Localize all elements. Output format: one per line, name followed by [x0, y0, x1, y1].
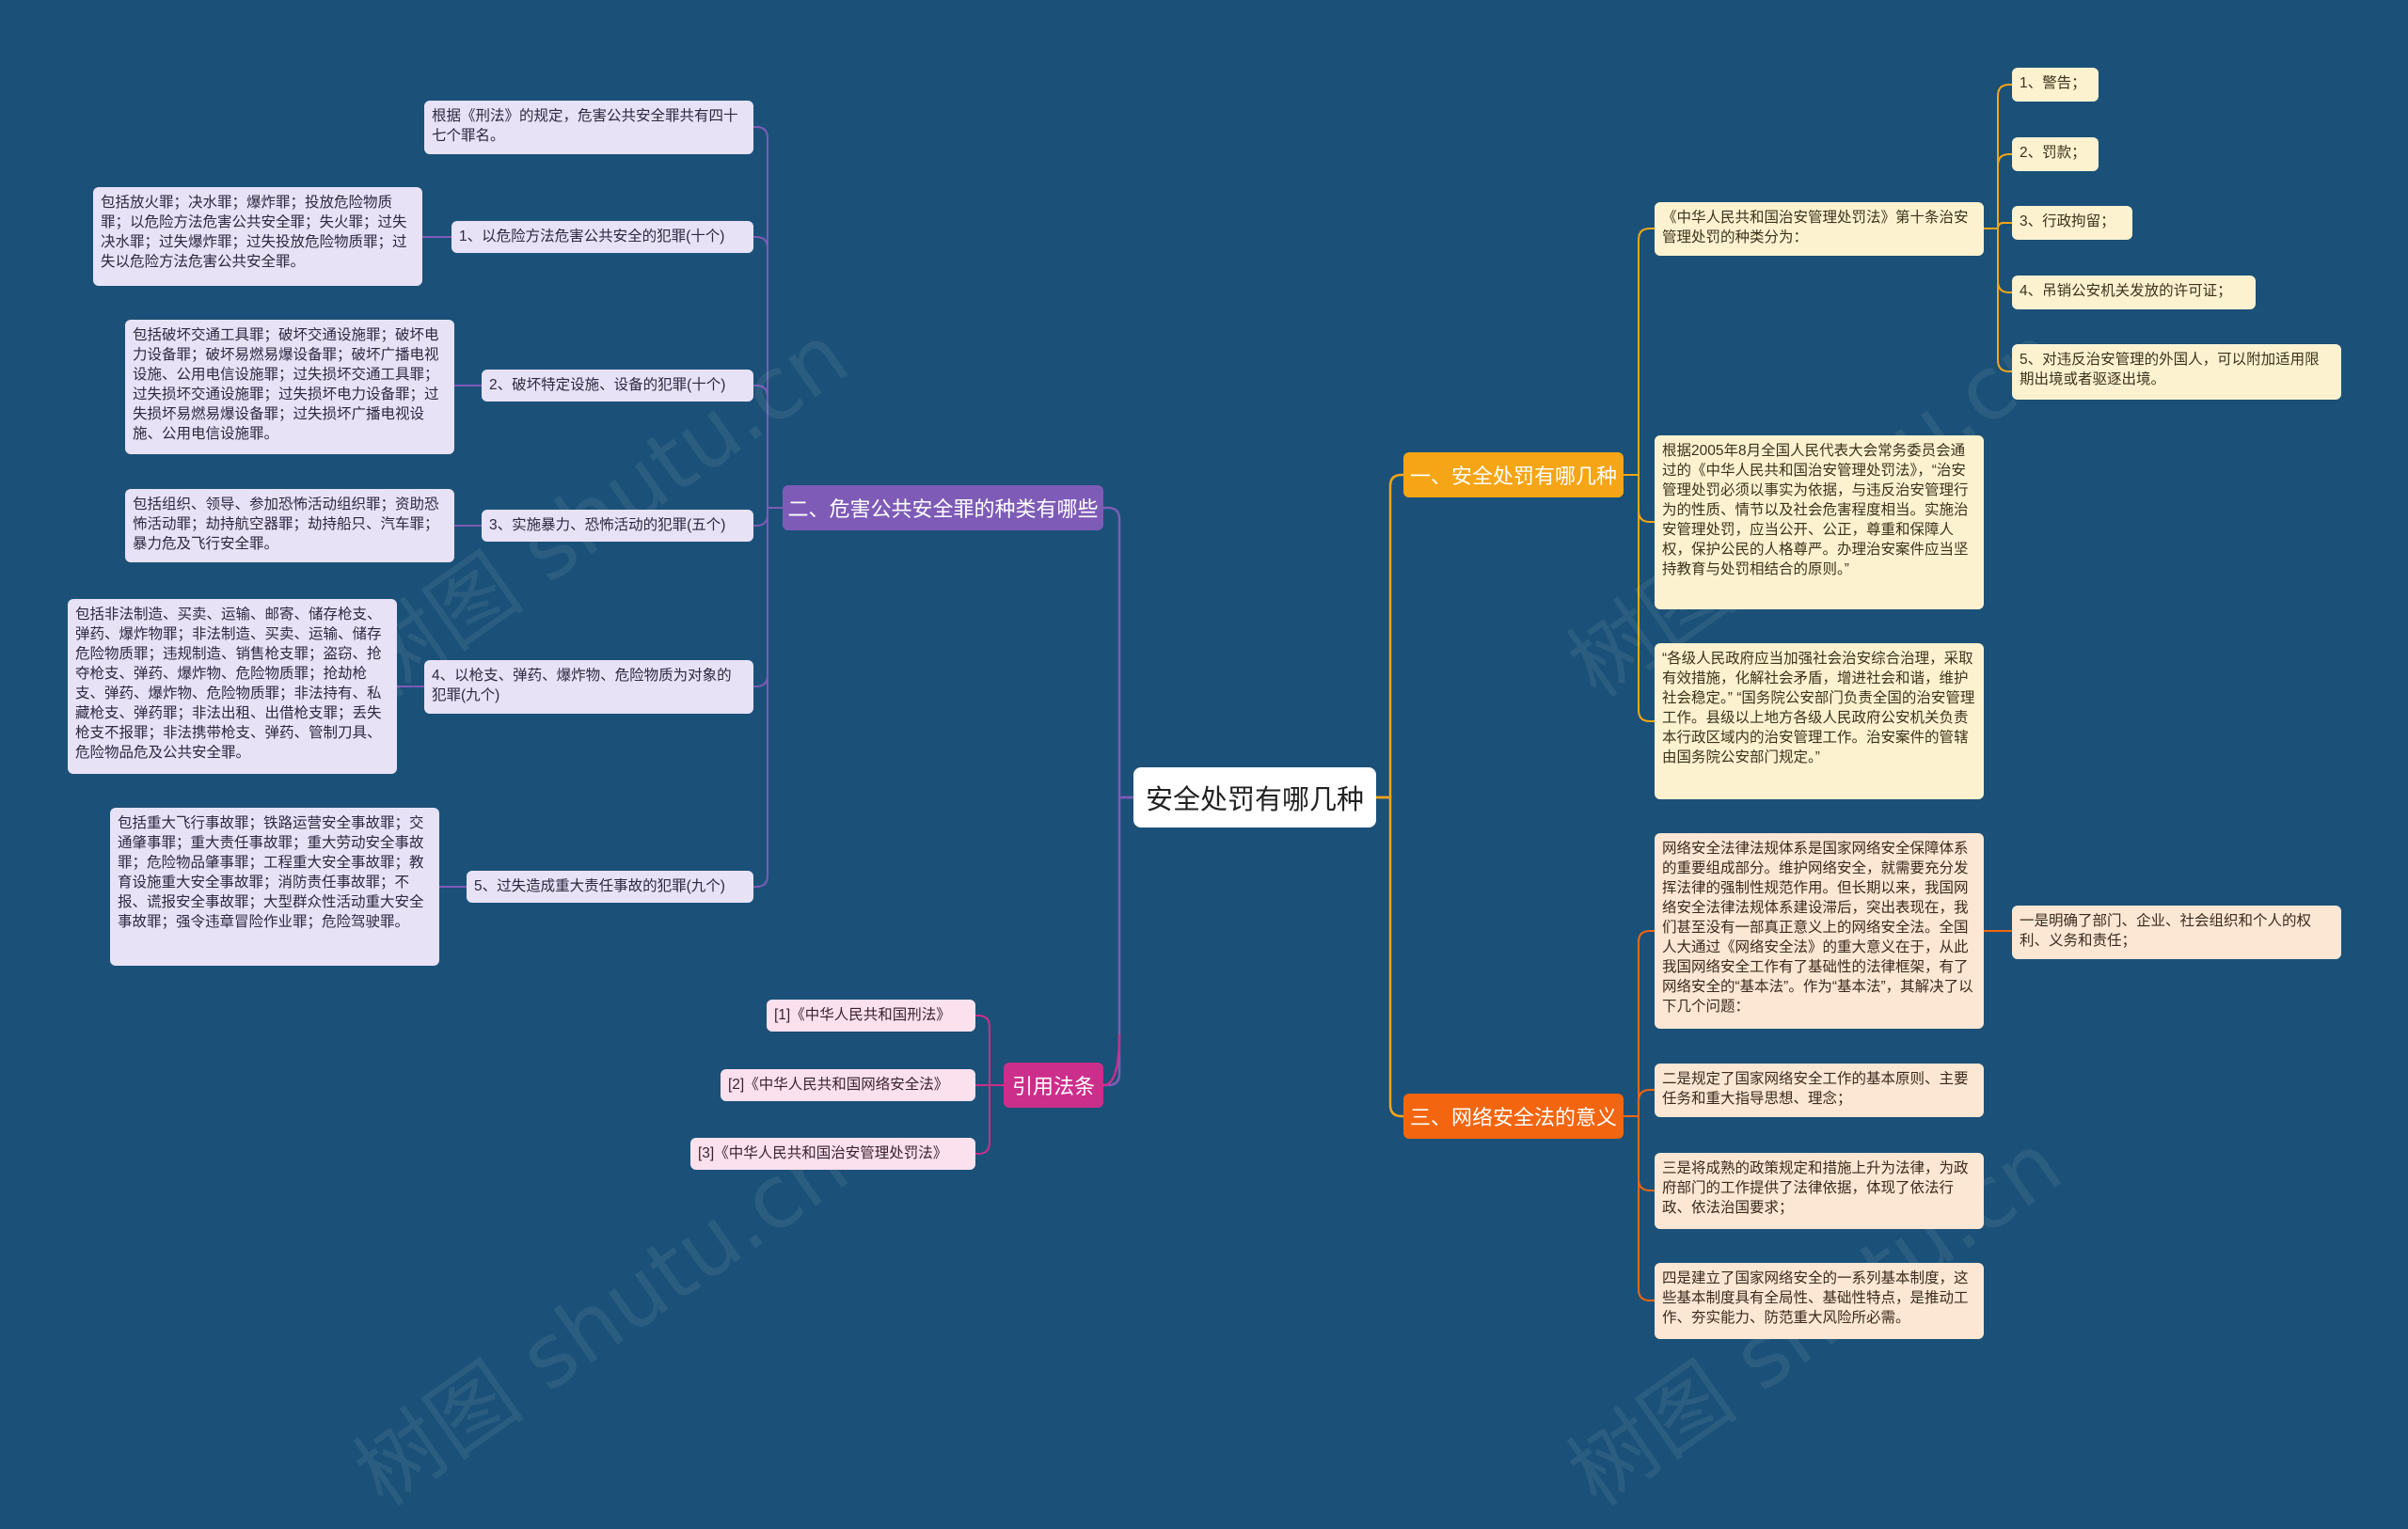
connector-line: [1624, 474, 1655, 722]
connector-line: [1984, 84, 2012, 229]
branch-public-safety-crimes[interactable]: 二、危害公共安全罪的种类有哪些: [783, 485, 1103, 530]
branch-cited-laws[interactable]: 引用法条: [1004, 1063, 1103, 1108]
public-security-management[interactable]: “各级人民政府应当加强社会治安综合治理，采取有效措施，化解社会矛盾，增进社会和谐…: [1655, 643, 1984, 799]
penalty-item-detention[interactable]: 3、行政拘留；: [2012, 206, 2132, 240]
crime-category-5[interactable]: 5、过失造成重大责任事故的犯罪(九个): [467, 871, 753, 903]
crime-category-1[interactable]: 1、以危险方法危害公共安全的犯罪(十个): [452, 221, 753, 253]
connector-line: [1624, 1089, 1655, 1117]
crime-category-4[interactable]: 4、以枪支、弹药、爆炸物、危险物质为对象的犯罪(九个): [424, 660, 753, 714]
connector-line: [753, 236, 783, 509]
connector-line: [753, 507, 783, 888]
connector-lines: [397, 84, 2012, 1301]
connector-line: [1624, 1115, 1655, 1301]
cyber-law-point-3[interactable]: 三是将成熟的政策规定和措施上升为法律，为政府部门的工作提供了法律依据，体现了依法…: [1655, 1153, 1984, 1229]
crime-category-4-detail[interactable]: 包括非法制造、买卖、运输、邮寄、储存枪支、弹药、爆炸物罪；非法制造、买卖、运输、…: [68, 599, 397, 774]
cyber-law-significance[interactable]: 网络安全法律法规体系是国家网络安全保障体系的重要组成部分。维护网络安全，就需要充…: [1655, 833, 1984, 1029]
connector-line: [1103, 796, 1133, 1087]
connector-line: [753, 385, 783, 509]
branch-penalty-types[interactable]: 一、安全处罚有哪几种: [1403, 452, 1624, 497]
cited-law-3[interactable]: [3]《中华人民共和国治安管理处罚法》: [690, 1138, 975, 1170]
penalty-principle[interactable]: 根据2005年8月全国人民代表大会常务委员会通过的《中华人民共和国治安管理处罚法…: [1655, 435, 1984, 609]
cited-law-1[interactable]: [1]《中华人民共和国刑法》: [767, 1000, 975, 1032]
penalty-item-fine[interactable]: 2、罚款；: [2012, 137, 2099, 171]
penalty-item-warning[interactable]: 1、警告；: [2012, 68, 2099, 102]
branch-cybersecurity-law[interactable]: 三、网络安全法的意义: [1403, 1094, 1624, 1139]
connector-line: [1103, 506, 1133, 799]
penalty-law-article[interactable]: 《中华人民共和国治安管理处罚法》第十条治安管理处罚的种类分为：: [1655, 202, 1984, 256]
connector-line: [1984, 228, 2012, 372]
crime-category-2[interactable]: 2、破坏特定设施、设备的犯罪(十个): [482, 370, 753, 402]
cyber-law-point-1[interactable]: 一是明确了部门、企业、社会组织和个人的权利、义务和责任；: [2012, 906, 2341, 959]
connector-line: [1376, 473, 1403, 799]
crime-category-3[interactable]: 3、实施暴力、恐怖活动的犯罪(五个): [482, 510, 753, 542]
connector-line: [975, 1015, 1004, 1086]
cyber-law-point-2[interactable]: 二是规定了国家网络安全工作的基本原则、主要任务和重大指导思想、理念；: [1655, 1064, 1984, 1117]
connector-line: [753, 126, 783, 509]
connector-line: [1624, 930, 1655, 1117]
connector-line: [1984, 153, 2012, 229]
cyber-law-point-4[interactable]: 四是建立了国家网络安全的一系列基本制度，这些基本制度具有全局性、基础性特点，是推…: [1655, 1263, 1984, 1339]
connector-line: [1376, 796, 1403, 1118]
root-topic[interactable]: 安全处罚有哪几种: [1133, 767, 1376, 828]
penalty-item-license-revocation[interactable]: 4、吊销公安机关发放的许可证；: [2012, 276, 2256, 309]
connector-line: [975, 1084, 1004, 1155]
crime-count-note[interactable]: 根据《刑法》的规定，危害公共安全罪共有四十七个罪名。: [424, 101, 753, 154]
penalty-item-deportation[interactable]: 5、对违反治安管理的外国人，可以附加适用限期出境或者驱逐出境。: [2012, 344, 2341, 400]
crime-category-5-detail[interactable]: 包括重大飞行事故罪；铁路运营安全事故罪；交通肇事罪；重大责任事故罪；重大劳动安全…: [110, 808, 439, 966]
crime-category-2-detail[interactable]: 包括破坏交通工具罪；破坏交通设施罪；破坏电力设备罪；破坏易燃易爆设备罪；破坏广播…: [125, 320, 454, 454]
crime-category-3-detail[interactable]: 包括组织、领导、参加恐怖活动组织罪；资助恐怖活动罪；劫持航空器罪；劫持船只、汽车…: [125, 489, 454, 562]
crime-category-1-detail[interactable]: 包括放火罪；决水罪；爆炸罪；投放危险物质罪；以危险方法危害公共安全罪；失火罪；过…: [93, 187, 422, 286]
connector-line: [1624, 228, 1655, 476]
cited-law-2[interactable]: [2]《中华人民共和国网络安全法》: [721, 1069, 975, 1101]
mindmap-canvas: 树图 shutu.cn 树图 shutu.cn 树图 shutu.cn 树图 s…: [68, 68, 2341, 1525]
connector-line: [1102, 1033, 1121, 1087]
